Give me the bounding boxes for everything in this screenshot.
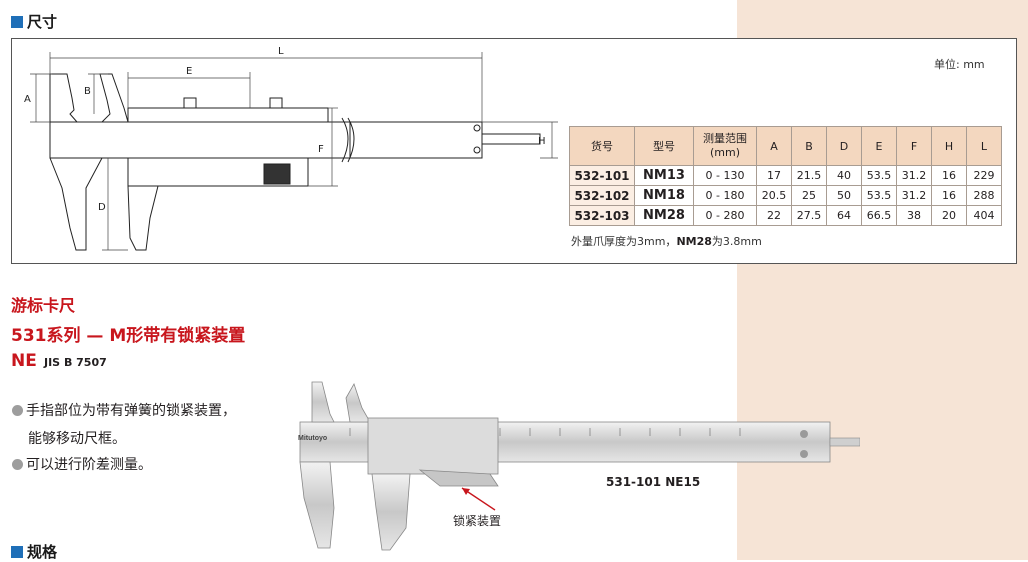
table-cell: NM13 bbox=[634, 165, 694, 186]
table-cell: 66.5 bbox=[861, 205, 897, 226]
photo-upper-jaw-fixed bbox=[311, 381, 335, 423]
header-cell: E bbox=[861, 126, 897, 166]
note-bold: NM28 bbox=[676, 235, 712, 248]
table-cell: 20 bbox=[931, 205, 967, 226]
slider-frame bbox=[127, 107, 329, 123]
upper-fixed-jaw bbox=[49, 73, 78, 123]
photo-lower-jaw-fixed bbox=[299, 461, 335, 549]
header-cell: L bbox=[966, 126, 1002, 166]
slider-lower bbox=[127, 157, 309, 187]
table-cell: 532-102 bbox=[569, 185, 635, 206]
table-cell: 22 bbox=[756, 205, 792, 226]
table-row: 532-102 NM18 0 - 180 20.5 25 50 53.5 31.… bbox=[569, 185, 1002, 206]
section-title: 尺寸 bbox=[27, 13, 58, 31]
header-cell: H bbox=[931, 126, 967, 166]
photo-upper-jaw-slider bbox=[345, 383, 371, 423]
table-cell: 40 bbox=[826, 165, 862, 186]
bullet-dot-icon bbox=[12, 404, 23, 416]
table-cell: 532-103 bbox=[569, 205, 635, 226]
photo-lower-jaw-slider bbox=[371, 473, 411, 551]
table-cell: 27.5 bbox=[791, 205, 827, 226]
dim-label-H: H bbox=[538, 136, 546, 147]
unit-label: 单位: mm bbox=[934, 58, 985, 71]
dim-label-A: A bbox=[24, 94, 31, 105]
table-cell: 38 bbox=[896, 205, 932, 226]
section-title: 规格 bbox=[27, 543, 58, 561]
table-cell: 404 bbox=[966, 205, 1002, 226]
table-cell: 64 bbox=[826, 205, 862, 226]
lower-slider-jaw bbox=[127, 185, 159, 251]
table-cell: 21.5 bbox=[791, 165, 827, 186]
dim-label-B: B bbox=[84, 86, 91, 97]
header-cell: B bbox=[791, 126, 827, 166]
section-header-specs: 规格 bbox=[11, 541, 57, 562]
table-cell: NM18 bbox=[634, 185, 694, 206]
section-header-dimensions: 尺寸 bbox=[11, 11, 57, 32]
header-cell: A bbox=[756, 126, 792, 166]
table-cell: 532-101 bbox=[569, 165, 635, 186]
photo-lock-lever bbox=[418, 469, 499, 487]
table-cell: 16 bbox=[931, 165, 967, 186]
table-cell: 25 bbox=[791, 185, 827, 206]
bullet-dot-icon bbox=[12, 458, 23, 470]
spec-table: 货号 型号 测量范围 (mm) A B D E F H L 532-101 NM… bbox=[569, 126, 1002, 226]
table-cell: 229 bbox=[966, 165, 1002, 186]
table-cell: 0 - 280 bbox=[693, 205, 757, 226]
table-cell: 0 - 130 bbox=[693, 165, 757, 186]
product-model-title: NE bbox=[11, 351, 37, 371]
blue-square-icon bbox=[11, 545, 23, 558]
table-note: 外量爪厚度为3mm，NM28为3.8mm bbox=[571, 233, 762, 249]
brand-logo: Mitutoyo bbox=[298, 435, 327, 442]
clamp-screw-2 bbox=[269, 97, 283, 109]
upper-slider-jaw bbox=[99, 73, 129, 123]
table-cell: 31.2 bbox=[896, 185, 932, 206]
table-cell: 16 bbox=[931, 185, 967, 206]
table-cell: 50 bbox=[826, 185, 862, 206]
note-suffix: 为3.8mm bbox=[711, 235, 762, 248]
jis-standard: JIS B 7507 bbox=[44, 356, 107, 369]
depth-rod bbox=[481, 133, 541, 145]
photo-depth-rod bbox=[829, 437, 860, 447]
beam-outline bbox=[49, 121, 351, 159]
dim-label-E: E bbox=[186, 66, 192, 77]
clamp-screw-1 bbox=[183, 97, 197, 109]
product-model-label: 531-101 NE15 bbox=[606, 475, 701, 489]
bullet-text: 可以进行阶差测量。 bbox=[26, 457, 152, 473]
table-cell: 288 bbox=[966, 185, 1002, 206]
lower-fixed-jaw bbox=[49, 157, 103, 251]
table-cell: 20.5 bbox=[756, 185, 792, 206]
dim-label-D: D bbox=[98, 202, 106, 213]
lock-device-label: 锁紧装置 bbox=[453, 514, 502, 528]
table-cell: 31.2 bbox=[896, 165, 932, 186]
blue-square-icon bbox=[11, 15, 23, 28]
header-cell: D bbox=[826, 126, 862, 166]
header-cell: 测量范围 (mm) bbox=[693, 126, 757, 166]
table-cell: NM28 bbox=[634, 205, 694, 226]
table-cell: 53.5 bbox=[861, 185, 897, 206]
photo-slider bbox=[367, 417, 499, 475]
bullet-text: 手指部位为带有弹簧的锁紧装置， bbox=[26, 403, 236, 419]
table-row: 532-103 NM28 0 - 280 22 27.5 64 66.5 38 … bbox=[569, 205, 1002, 226]
thumb-roller bbox=[263, 163, 291, 185]
header-cell: 型号 bbox=[634, 126, 694, 166]
table-cell: 53.5 bbox=[861, 165, 897, 186]
bullet-item: 手指部位为带有弹簧的锁紧装置， bbox=[12, 400, 236, 420]
caliper-product-illustration: Mitutoyo bbox=[298, 381, 860, 551]
product-title: 游标卡尺 bbox=[11, 296, 76, 315]
beam-right-end bbox=[350, 121, 483, 159]
bullet-item: 可以进行阶差测量。 bbox=[12, 454, 152, 474]
header-cell: 货号 bbox=[569, 126, 635, 166]
table-cell: 17 bbox=[756, 165, 792, 186]
table-row: 532-101 NM13 0 - 130 17 21.5 40 53.5 31.… bbox=[569, 165, 1002, 186]
table-cell: 0 - 180 bbox=[693, 185, 757, 206]
note-prefix: 外量爪厚度为3mm， bbox=[571, 235, 677, 248]
spec-table-header-row: 货号 型号 测量范围 (mm) A B D E F H L bbox=[569, 126, 1002, 166]
bullet-continuation: 能够移动尺框。 bbox=[28, 431, 126, 447]
product-series-title: 531系列 — M形带有锁紧装置 bbox=[11, 326, 246, 346]
header-cell: F bbox=[896, 126, 932, 166]
dim-label-F: F bbox=[318, 144, 324, 155]
dim-label-L: L bbox=[278, 46, 284, 57]
caliper-dimension-drawing: L E A B D F H bbox=[24, 46, 558, 251]
